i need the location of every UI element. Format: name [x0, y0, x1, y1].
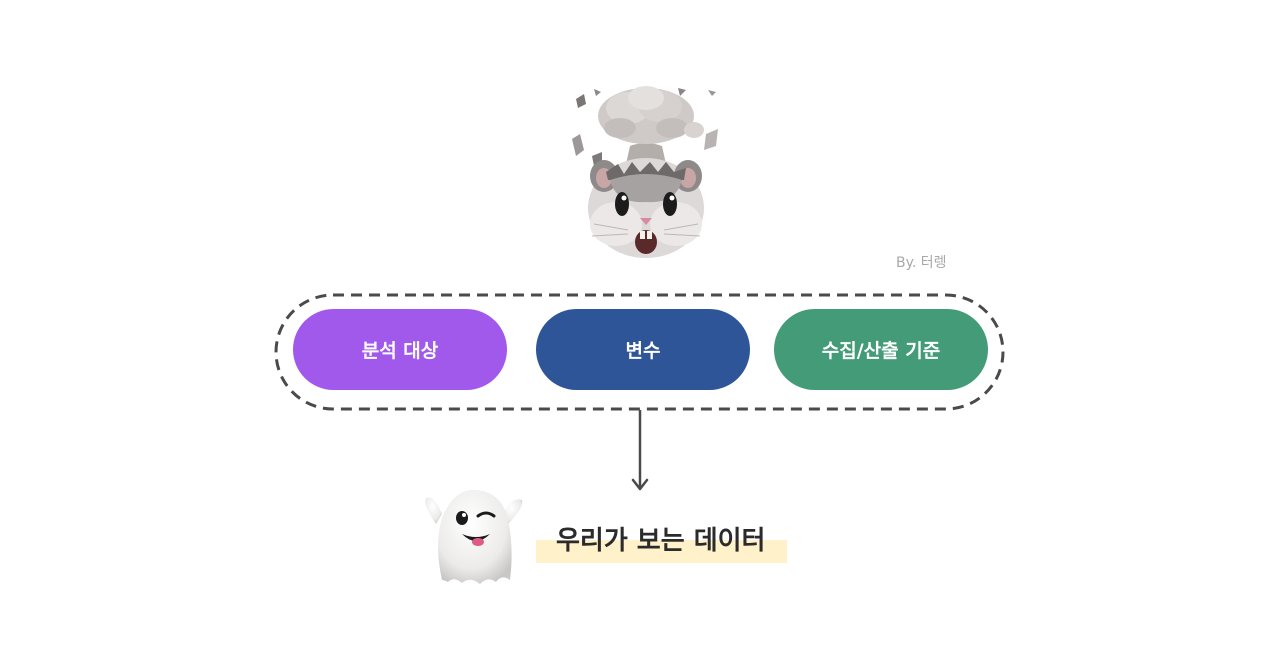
- category-label: 변수: [625, 340, 661, 362]
- category-label: 분석 대상: [361, 340, 439, 362]
- winking-ghost-icon: [425, 489, 523, 584]
- category-pill-criteria: 수집/산출 기준: [774, 309, 988, 390]
- category-label: 수집/산출 기준: [821, 340, 941, 362]
- result-label: 우리가 보는 데이터: [556, 526, 766, 556]
- group-border: [274, 293, 1005, 411]
- credit-text: By. 터렝: [896, 255, 947, 271]
- result-highlight: [536, 540, 787, 563]
- category-pill-variable: 변수: [536, 309, 750, 390]
- exploding-head-hamster-icon: [572, 86, 718, 258]
- category-pill-analysis-target: 분석 대상: [293, 309, 507, 390]
- down-arrow-icon: [631, 410, 649, 491]
